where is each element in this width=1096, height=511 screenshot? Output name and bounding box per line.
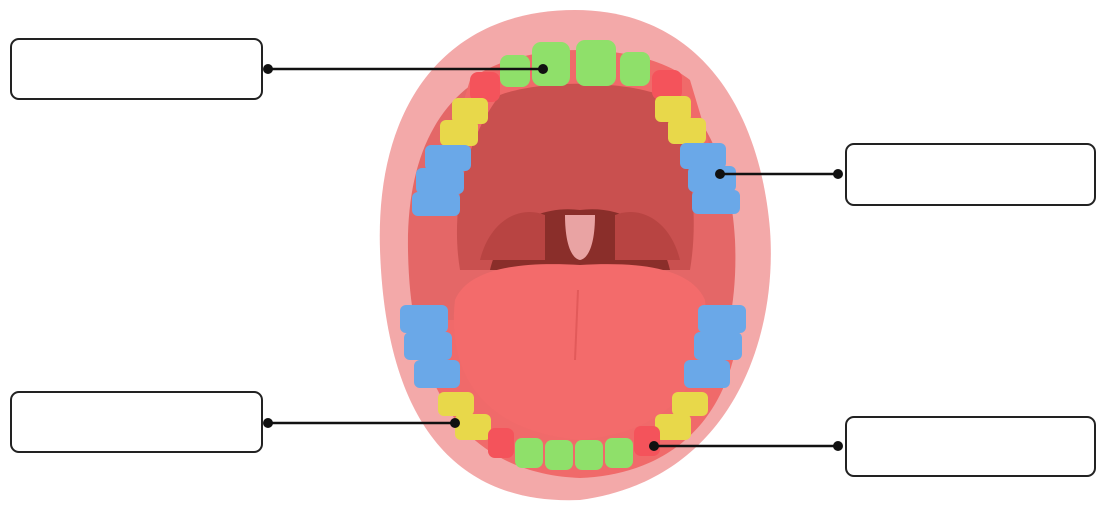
upper-molar [416, 168, 464, 194]
lower-canine [488, 428, 514, 458]
label-box-bottom-right[interactable] [845, 416, 1096, 477]
lower-molar [684, 360, 730, 388]
upper-molar [680, 143, 726, 169]
lower-molar [414, 360, 460, 388]
leader-dot [450, 418, 460, 428]
lower-molar [694, 332, 742, 360]
lower-premolar [655, 414, 691, 440]
label-box-bottom-left[interactable] [10, 391, 263, 453]
upper-molar [425, 145, 471, 171]
lower-premolar [438, 392, 474, 416]
lower-canine [634, 426, 660, 456]
lower-incisor [575, 440, 603, 470]
lower-incisor [515, 438, 543, 468]
leader-dot [263, 64, 273, 74]
upper-canine [470, 72, 500, 102]
lower-molar [698, 305, 746, 333]
lower-molar [400, 305, 448, 333]
upper-incisor [576, 40, 616, 86]
upper-incisor [620, 52, 650, 86]
leader-dot [538, 64, 548, 74]
lower-premolar [672, 392, 708, 416]
upper-canine [652, 70, 682, 100]
lower-incisor [545, 440, 573, 470]
upper-premolar [440, 120, 478, 146]
upper-incisor [500, 55, 530, 87]
upper-molar [412, 192, 460, 216]
lower-incisor [605, 438, 633, 468]
leader-dot [833, 441, 843, 451]
leader-dot [649, 441, 659, 451]
lower-molar [404, 332, 452, 360]
upper-premolar [668, 118, 706, 144]
upper-molar [688, 166, 736, 192]
upper-incisor [532, 42, 570, 86]
leader-dot [263, 418, 273, 428]
leader-dot [715, 169, 725, 179]
leader-dot [833, 169, 843, 179]
label-box-top-right[interactable] [845, 143, 1096, 206]
lower-premolar [455, 414, 491, 440]
label-box-top-left[interactable] [10, 38, 263, 100]
upper-molar [692, 190, 740, 214]
